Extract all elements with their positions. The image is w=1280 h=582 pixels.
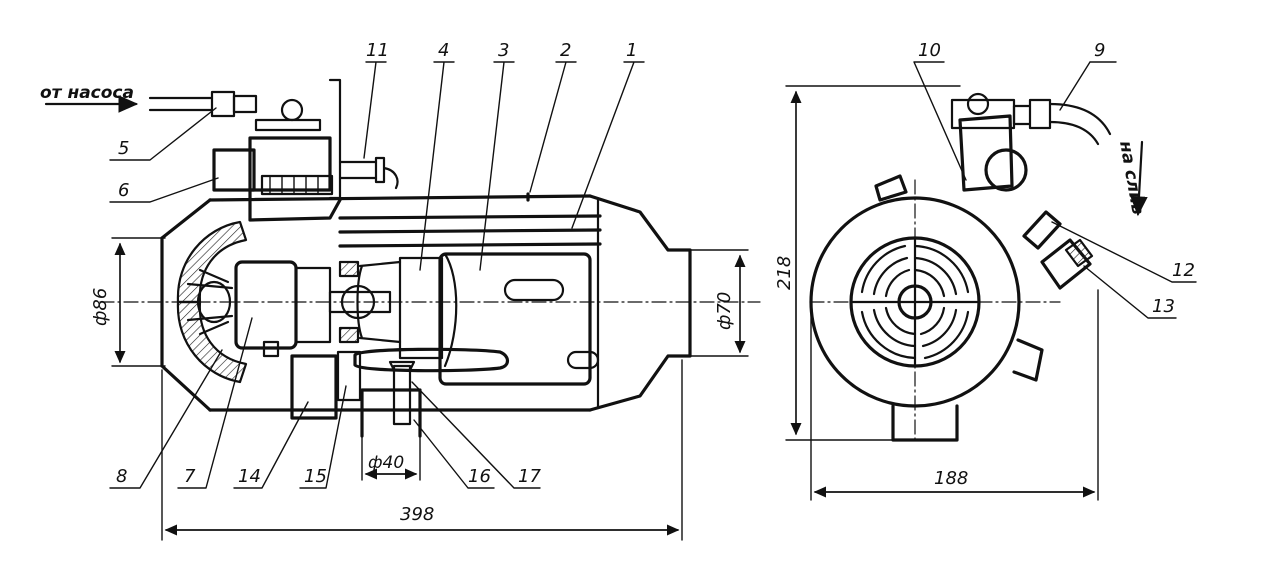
fitting-13 (1040, 238, 1092, 290)
exhaust-pipe (360, 388, 422, 438)
leader-lines (109, 61, 645, 489)
part-6: 6 (118, 180, 129, 201)
front-pump-valve (966, 92, 990, 116)
burner (398, 256, 444, 360)
front-fittings (1022, 210, 1094, 290)
front-pump (950, 92, 1148, 217)
pipe-insert (392, 364, 412, 426)
lower-tube (353, 347, 510, 373)
inlet-nut (210, 90, 236, 118)
dim-pipe-dia: ф40 (361, 435, 421, 481)
dim-length: 398 (161, 359, 683, 541)
pump-body (248, 136, 332, 192)
casing-housing-top (248, 188, 342, 222)
front-side-stub (1012, 338, 1044, 382)
pump-valve (280, 98, 304, 122)
dim-width: 188 (810, 289, 1099, 501)
part-14: 14 (238, 466, 261, 487)
outer-shell (338, 214, 602, 248)
dim-outlet-text: ф70 (714, 292, 735, 330)
outlet-arrow (1130, 140, 1148, 217)
front-leader-lines (913, 61, 1197, 319)
combustion-chamber (438, 252, 592, 386)
burner-head (356, 260, 402, 344)
part-12: 12 (1172, 260, 1195, 281)
pump-bracket (328, 78, 342, 200)
part-17: 17 (518, 466, 541, 487)
glow-plug-block (290, 354, 338, 420)
dim-height-text: 218 (774, 256, 795, 290)
motor-shaft (328, 290, 392, 314)
front-grille (849, 236, 981, 368)
pump-fins (260, 174, 334, 196)
front-knob (874, 174, 908, 202)
chamber-slot-top (503, 278, 565, 302)
front-exhaust-stub (891, 404, 959, 442)
front-casing (809, 196, 1021, 408)
outlet-cone (588, 194, 692, 412)
part-4: 4 (438, 40, 449, 61)
part-2: 2 (560, 40, 571, 61)
electric-motor (234, 260, 298, 350)
coupling (340, 284, 376, 320)
part-7: 7 (184, 466, 196, 487)
drain-pipe-11 (338, 160, 378, 180)
part-16: 16 (468, 466, 491, 487)
small-bolt (262, 340, 280, 358)
solenoid-6 (212, 148, 256, 192)
front-view: 218 188 10 9 12 13 на слив (774, 40, 1197, 501)
inlet-cone (160, 198, 212, 412)
part-1: 1 (626, 40, 637, 61)
part-13: 13 (1152, 296, 1175, 317)
dim-width-text: 188 (934, 468, 968, 489)
motor-cap (294, 266, 332, 344)
dim-height: 218 (774, 85, 961, 441)
part-10: 10 (918, 40, 941, 61)
pump-fitting (254, 118, 322, 132)
bracket-15 (336, 350, 362, 402)
dim-pipe-text: ф40 (368, 453, 404, 473)
fitting-12 (1022, 210, 1062, 250)
seal-bottom (338, 326, 360, 344)
part-3: 3 (498, 40, 509, 61)
inlet-fitting (232, 94, 258, 114)
front-pump-cylinder (984, 148, 1028, 192)
pipe-cap (388, 360, 416, 372)
side-view: 398 ф86 ф70 ф40 (40, 40, 761, 541)
part-11: 11 (366, 40, 389, 61)
chamber-slot-bottom (566, 350, 600, 370)
part-8: 8 (116, 466, 127, 487)
chamber-front (443, 252, 458, 368)
inlet-label: от насоса (40, 83, 134, 103)
dim-outlet-dia: ф70 (689, 249, 749, 357)
inlet-pipe (148, 96, 214, 112)
inlet-line (44, 90, 258, 118)
outlet-label: на слив (1115, 139, 1148, 216)
front-outlet-fitting (1012, 98, 1052, 130)
dim-length-text: 398 (400, 504, 434, 525)
front-hub (897, 284, 933, 320)
fuel-pump-block (212, 78, 399, 200)
dim-inlet-dia: ф86 (90, 237, 166, 367)
part-15: 15 (304, 466, 327, 487)
front-pump-body (958, 114, 1014, 192)
seal-top (338, 260, 360, 278)
fan-rotor (176, 220, 248, 384)
drain-end (374, 156, 399, 190)
dim-inlet-text: ф86 (90, 288, 111, 326)
part-9: 9 (1094, 40, 1105, 61)
front-outlet-pipe (1048, 102, 1112, 146)
part-5: 5 (118, 138, 129, 159)
